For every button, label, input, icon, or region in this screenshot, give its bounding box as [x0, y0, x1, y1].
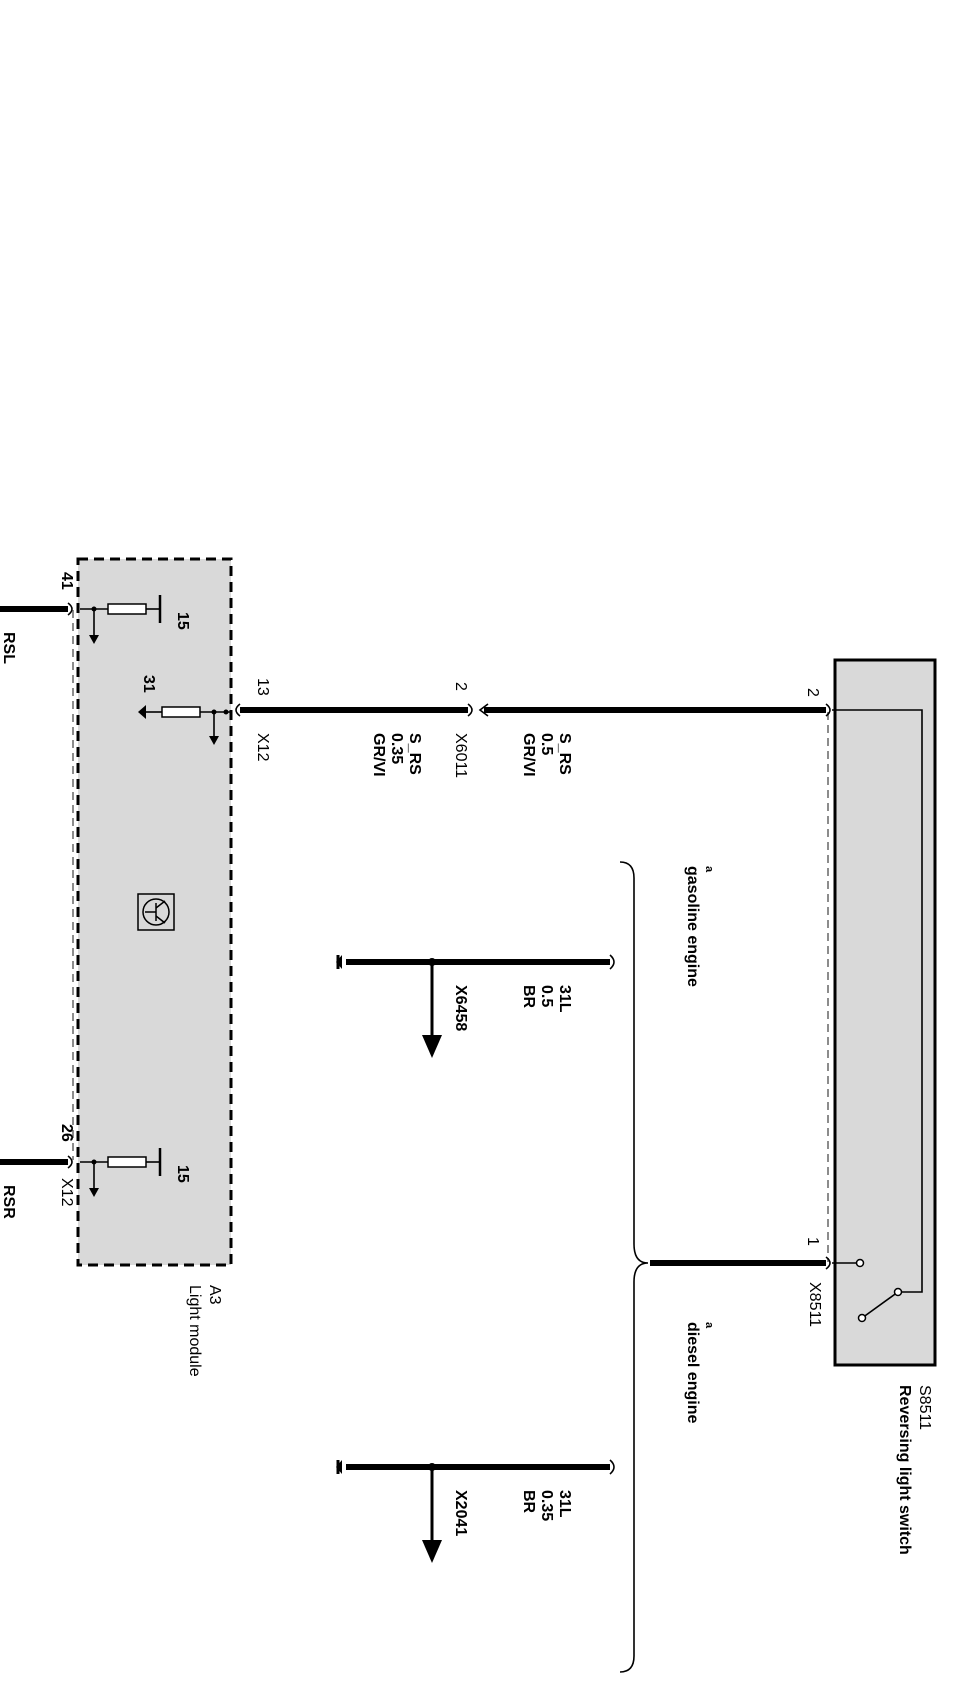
inline-connector-label: X6011 [452, 733, 469, 778]
wire-end-hook [825, 703, 831, 717]
module-id: A3 [206, 1285, 223, 1305]
module-pin26-label: 26 [58, 1124, 75, 1142]
switch-pin2-label: 2 [804, 688, 821, 697]
wire-pin1-hook [825, 1256, 831, 1270]
variant-brace [619, 861, 649, 1673]
lower-wire-signal: S_RS [406, 733, 423, 775]
module-x12-label-26: X12 [58, 1178, 75, 1207]
diesel-wire-hook [609, 1459, 615, 1475]
module-supply-41-label: 15 [174, 612, 191, 630]
switch-contact-lever [861, 1291, 899, 1319]
module-x12-label-13: X12 [254, 733, 271, 762]
diesel-wire-signal: 31L [556, 1490, 573, 1518]
module-circuit-13: 31 [138, 675, 232, 745]
module-name: Light module [186, 1285, 203, 1377]
switch-pin1-label: 1 [804, 1237, 821, 1246]
diesel-mark: a [703, 1322, 715, 1329]
switch-body [833, 658, 937, 1367]
module-pin41-label: 41 [58, 572, 75, 590]
module-circuit-26: 15 [80, 1148, 191, 1197]
diesel-ground: a diesel engine 31L 0.35 BR X2041 [336, 1322, 715, 1563]
signal-wire: 2 X6011 S_RS 0.5 GR/VI S_RS 0.35 GR/VI [235, 682, 831, 778]
gasoline-wire-color: BR [520, 985, 537, 1009]
output-rsr: RSR [0, 1155, 73, 1219]
diesel-wire-size: 0.35 [538, 1490, 555, 1521]
diesel-ground-arrow [422, 1540, 442, 1563]
switch-name: Reversing light switch [896, 1385, 913, 1555]
reversing-light-switch: S8511 Reversing light switch X8511 2 1 [804, 658, 937, 1555]
gasoline-wire-signal: 31L [556, 985, 573, 1013]
diesel-connector: X2041 [452, 1490, 469, 1536]
switch-contact [893, 1287, 903, 1297]
upper-wire-signal: S_RS [556, 733, 573, 775]
inline-pin-label: 2 [452, 682, 469, 691]
diesel-label: diesel engine [684, 1322, 701, 1423]
switch-internal-wire [832, 709, 923, 1293]
gasoline-connector: X6458 [452, 985, 469, 1031]
gasoline-wire-hook [609, 954, 615, 970]
gasoline-mark: a [703, 866, 715, 873]
switch-contact [855, 1258, 865, 1268]
diesel-wire-color: BR [520, 1490, 537, 1514]
switch-connector-label: X8511 [806, 1282, 823, 1327]
switch-contact [857, 1313, 867, 1323]
rsr-label: RSR [0, 1185, 17, 1219]
connector-x6011-hook [467, 703, 473, 717]
module-pin13-hook [235, 703, 241, 717]
upper-wire-size: 0.5 [538, 733, 555, 755]
connector-x6011-tip [478, 703, 489, 717]
module-pin13-label: 13 [254, 678, 271, 696]
output-rsl: RSL [0, 602, 73, 664]
module-ground-13-label: 31 [140, 675, 157, 693]
transistor-icon [137, 893, 175, 931]
gasoline-ground: a gasoline engine 31L 0.5 BR X6458 [336, 866, 715, 1058]
module-supply-26-label: 15 [174, 1165, 191, 1183]
pin1-wire [650, 1256, 831, 1270]
lower-wire-size: 0.35 [388, 733, 405, 764]
gasoline-label: gasoline engine [684, 866, 701, 987]
light-module: A3 Light module 15 [58, 557, 271, 1377]
gasoline-ground-arrow [422, 1035, 442, 1058]
upper-wire-color: GR/VI [520, 733, 537, 777]
gasoline-wire-size: 0.5 [538, 985, 555, 1007]
lower-wire-color: GR/VI [370, 733, 387, 777]
switch-id: S8511 [916, 1385, 933, 1430]
rsl-label: RSL [0, 632, 17, 664]
module-circuit-41: 15 [80, 595, 191, 644]
